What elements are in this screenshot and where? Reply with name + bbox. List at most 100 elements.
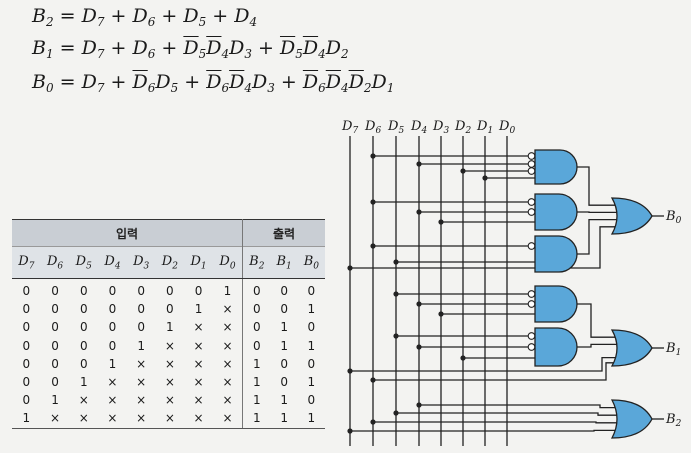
and-gate (534, 285, 578, 323)
table-cell: 0 (22, 393, 31, 408)
output-label-b0: B0 (665, 209, 682, 226)
input-label-d7: D7 (341, 119, 358, 136)
and-to-or-wire (577, 166, 617, 206)
junction-dot (347, 265, 353, 271)
junction-dot (482, 175, 488, 181)
input-label-d0: D0 (498, 119, 515, 136)
column-header-d1: D1 (184, 246, 213, 279)
table-cell: 0 (51, 302, 59, 317)
table-cell: × (69, 409, 99, 429)
table-cell: 1 (108, 356, 117, 371)
table-cell: × (212, 318, 244, 337)
table-cell: 0 (108, 320, 117, 335)
table-cell: 1 (137, 338, 145, 353)
table-cell: × (164, 338, 175, 353)
table-cell: 0 (79, 284, 88, 299)
table-cell: 0 (51, 356, 59, 371)
column-header-d5: D5 (69, 246, 99, 279)
junction-dot (370, 153, 376, 159)
table-cell: 1 (242, 409, 271, 429)
table-cell: 1 (280, 320, 288, 335)
input-label-d2: D2 (454, 119, 471, 136)
table-cell: 0 (79, 338, 88, 353)
table-cell: × (155, 409, 185, 429)
table-cell: × (212, 354, 244, 373)
junction-dot (370, 243, 376, 249)
table-cell: × (164, 356, 175, 371)
table-cell: 0 (307, 284, 316, 299)
table-cell: 0 (79, 356, 88, 371)
column-header-b1: B1 (270, 246, 298, 279)
table-cell: × (193, 393, 204, 408)
inverter-bubble (527, 208, 536, 216)
table-cell: 0 (22, 338, 31, 353)
table-cell: 0 (137, 320, 145, 335)
table-cell: × (136, 356, 147, 371)
output-label-b2: B2 (665, 412, 682, 429)
circuit-wires (347, 136, 664, 446)
table-cell: 0 (137, 284, 145, 299)
junction-dot (393, 259, 399, 265)
table-cell: 1 (297, 409, 325, 429)
table-cell: × (98, 409, 127, 429)
and-to-or-wire (577, 303, 617, 338)
column-header-d0: D0 (212, 246, 244, 279)
junction-dot (370, 419, 376, 425)
table-cell: 0 (307, 393, 316, 408)
table-cell: 0 (307, 356, 316, 371)
table-cell: 0 (108, 302, 117, 317)
input-to-b2-wire (373, 421, 617, 424)
junction-dot (416, 344, 422, 350)
column-header-d3: D3 (126, 246, 156, 279)
inverter-bubble (527, 160, 536, 168)
column-header-d2: D2 (155, 246, 185, 279)
group-inputs-header: 입력 (12, 219, 244, 247)
junction-dot (393, 410, 399, 416)
table-cell: × (212, 391, 244, 410)
junction-dot (416, 402, 422, 408)
input-to-b2-wire (419, 404, 617, 409)
table-cell: × (136, 393, 147, 408)
table-cell: × (78, 393, 89, 408)
input-label-d6: D6 (364, 119, 381, 136)
junction-dot (393, 333, 399, 339)
column-header-b2: B2 (242, 246, 271, 279)
input-label-d4: D4 (410, 119, 427, 136)
table-cell: 1 (51, 393, 59, 408)
inverter-bubble (527, 152, 536, 160)
table-cell: × (212, 300, 244, 319)
input-to-b2-wire (350, 429, 617, 432)
junction-dot (393, 291, 399, 297)
table-cell: 0 (280, 302, 288, 317)
d7-to-b0-wire (350, 226, 617, 269)
table-cell: × (107, 375, 118, 390)
and-to-or-wire (577, 343, 617, 348)
truth-table-group-row: 입력 출력 (12, 219, 325, 247)
table-cell: × (212, 409, 244, 429)
table-cell: × (107, 393, 118, 408)
equation-b2-lhs-sub: 2 (45, 15, 54, 29)
table-cell: 0 (22, 375, 31, 390)
table-cell: 0 (108, 338, 117, 353)
table-cell: 0 (22, 302, 31, 317)
table-cell: 0 (280, 284, 288, 299)
equation-b1-lhs: B (32, 37, 46, 59)
inverter-bubble (527, 290, 536, 298)
inverter-bubble (527, 242, 536, 250)
table-cell: 1 (252, 393, 261, 408)
table-cell: 1 (270, 409, 298, 429)
junction-dot (460, 168, 466, 174)
junction-dot (438, 311, 444, 317)
table-cell: 0 (166, 284, 174, 299)
inverter-bubble (527, 198, 536, 206)
table-cell: 1 (280, 338, 288, 353)
table-cell: 0 (166, 302, 174, 317)
table-cell: 1 (252, 375, 261, 390)
junction-dot (438, 219, 444, 225)
